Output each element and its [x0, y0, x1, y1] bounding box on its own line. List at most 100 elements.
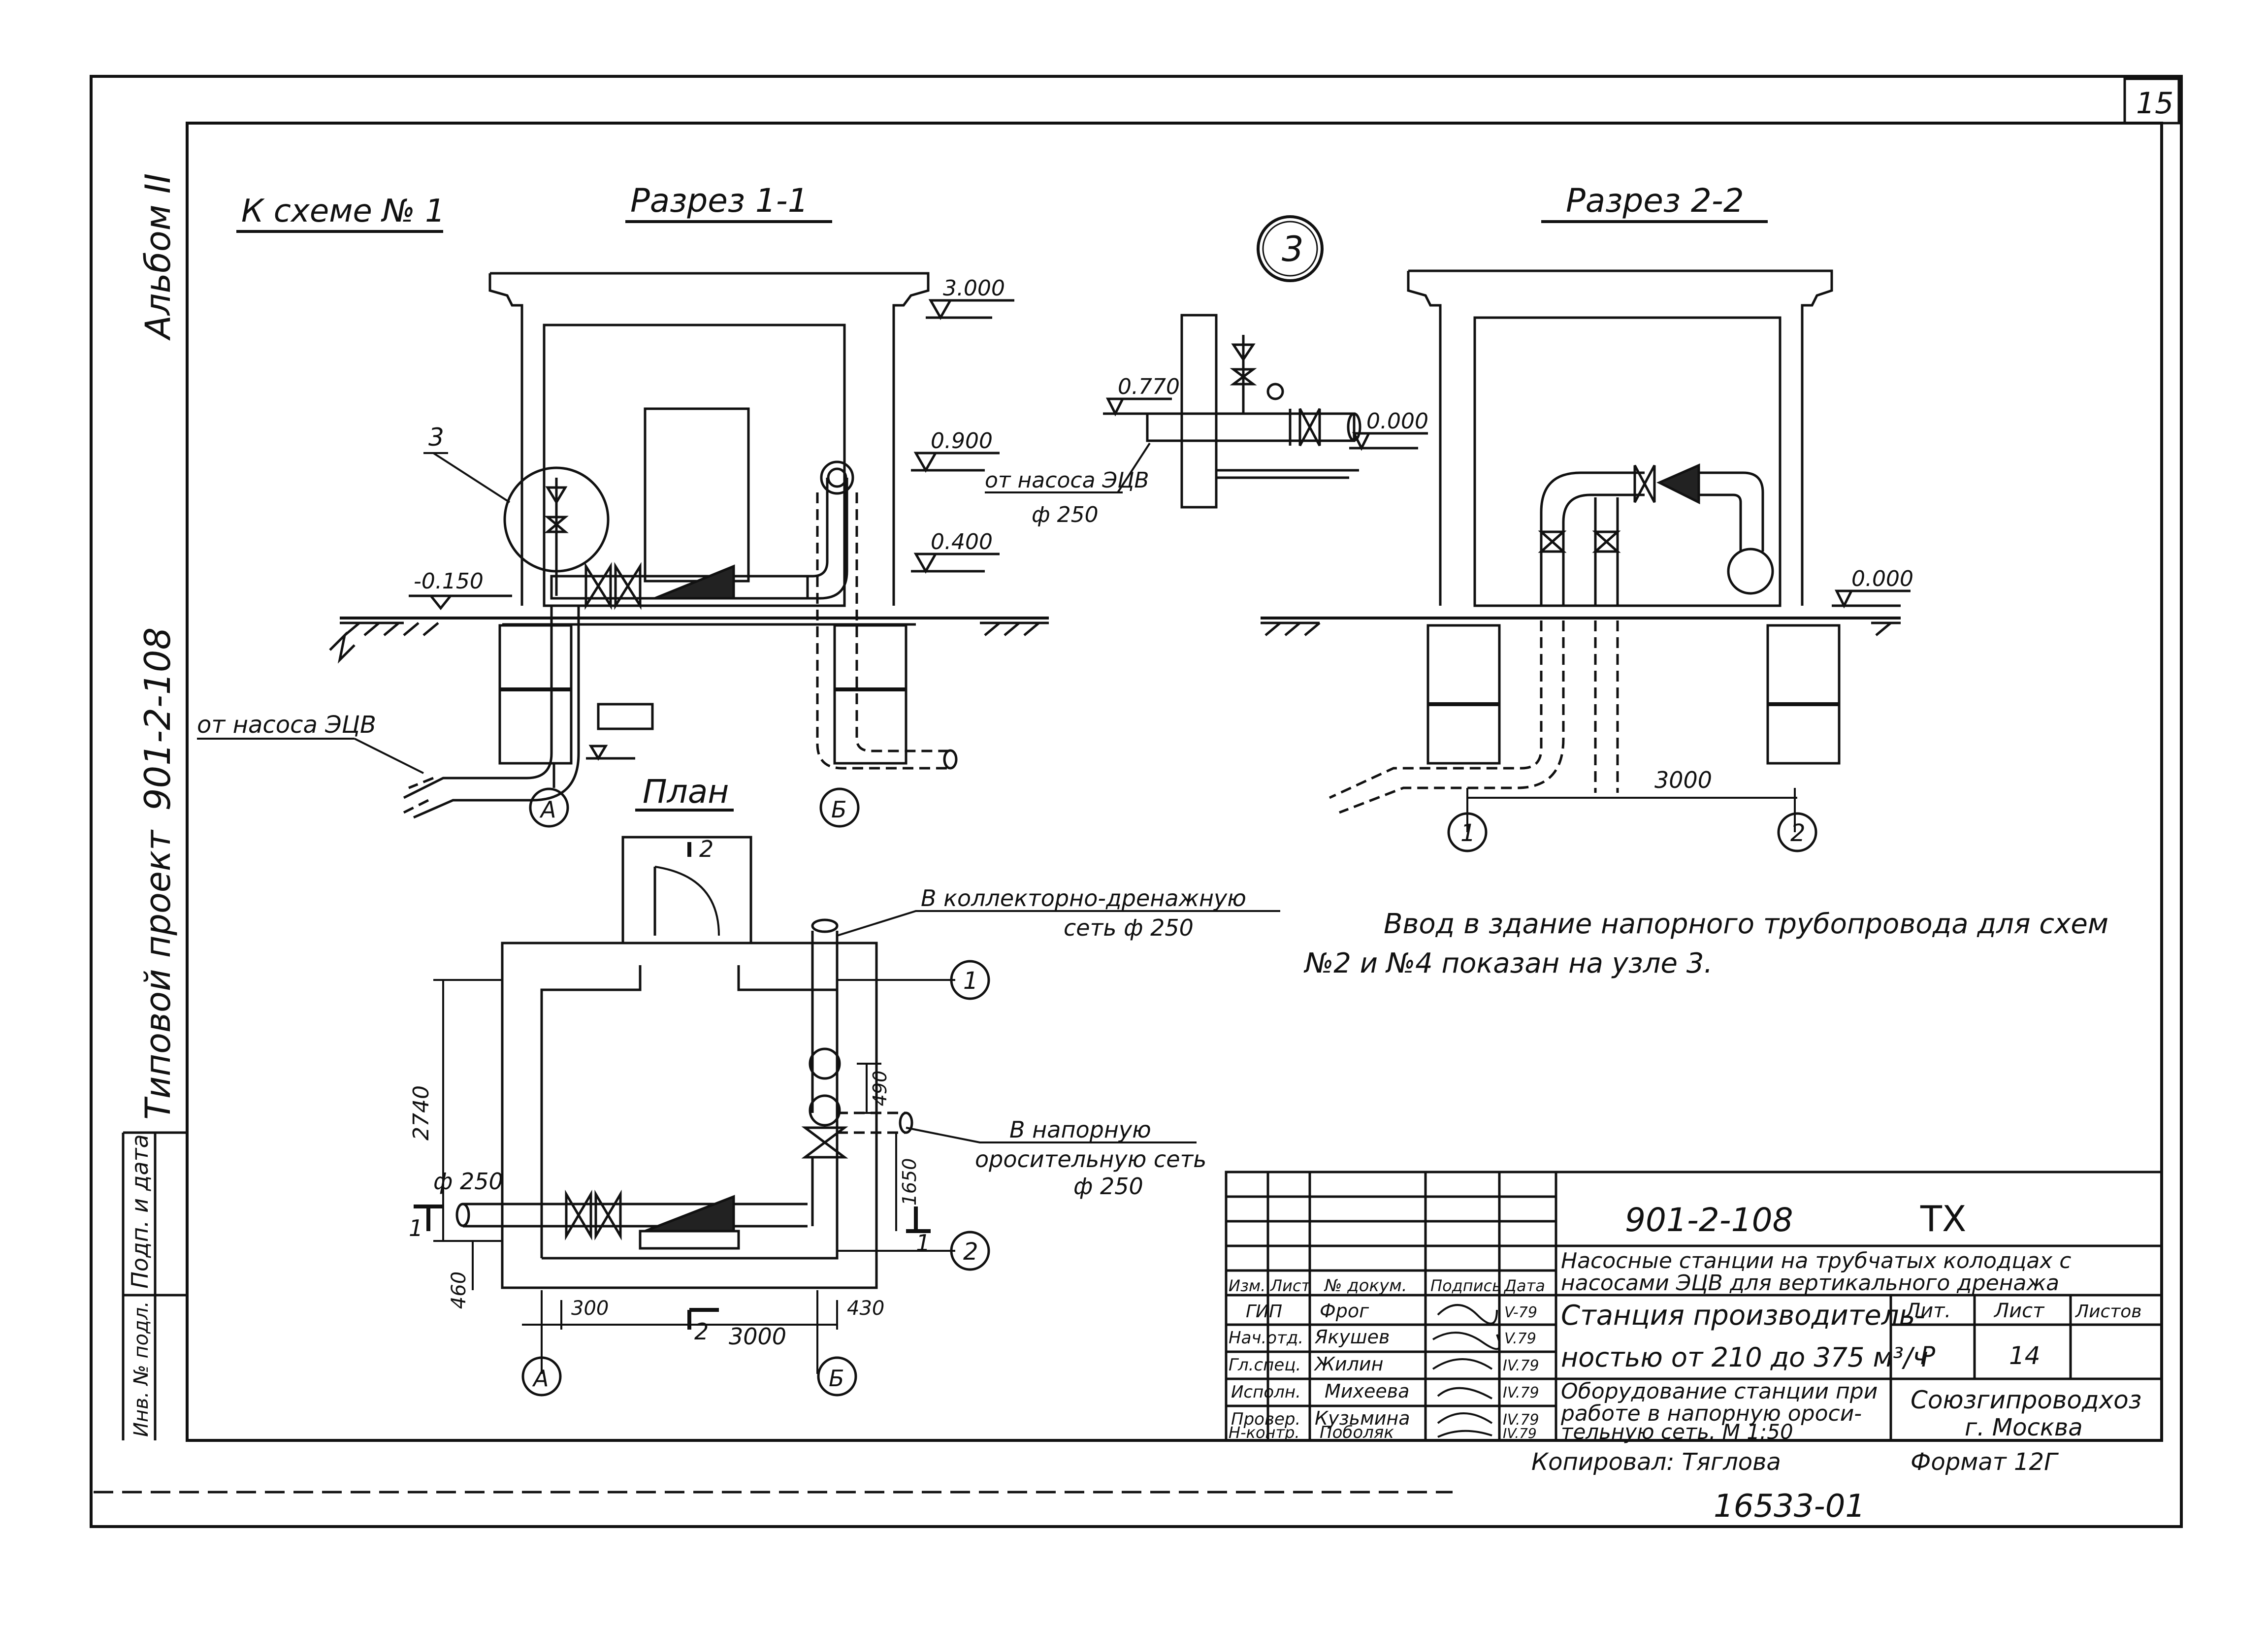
elev-mark-900 — [911, 452, 1000, 473]
axis-b-bubble — [819, 787, 860, 828]
axis-1-bubble-2 — [1447, 812, 1488, 852]
plan-vestibule — [621, 836, 752, 943]
general-note: Ввод в здание напорного трубопровода для… — [1303, 908, 2108, 979]
node-leader — [1117, 442, 1151, 493]
tb-lit-hdr: Лит. — [1905, 1300, 1951, 1322]
drain-pipe-dashed — [816, 492, 950, 770]
node-riser — [1230, 335, 1257, 414]
plan-pipe-horizontal — [463, 1203, 808, 1228]
valves-2 — [1538, 530, 1621, 553]
inner-border — [186, 122, 2163, 1442]
node-3-marker-inner — [1262, 221, 1318, 277]
note-line-2: №2 и №4 показан на узле 3. — [1303, 947, 1713, 979]
tb-hdr-izm: Изм. — [1229, 1276, 1265, 1295]
plan-cut-1-right — [906, 1206, 931, 1233]
node-3-marker — [1257, 215, 1324, 282]
from-pump-label: от насоса ЭЦВ — [197, 711, 376, 739]
tb-role-1: ГИП — [1246, 1302, 1282, 1322]
plan-axis-b-label: Б — [829, 1365, 844, 1392]
tb-date-2: V.79 — [1504, 1330, 1536, 1347]
album-label: Альбом II — [138, 173, 178, 341]
node-wall — [1180, 314, 1218, 509]
node-3-labels: 0.770 0.000 от насоса ЭЦВ ф 250 — [985, 374, 1428, 527]
to-pressure-line-3: ф 250 — [1073, 1173, 1143, 1200]
plan-pump-base — [639, 1230, 740, 1250]
tb-role-6: Н-контр. — [1229, 1423, 1300, 1442]
leader-from-pump — [354, 738, 424, 774]
plan-axis-1-bubble — [950, 960, 990, 1000]
tb-role-2: Нач.отд. — [1229, 1328, 1303, 1348]
node-elev-000-label: 0.000 — [1366, 409, 1428, 434]
ground-hatch-2 — [1261, 621, 1901, 636]
plan-pipe-branch — [837, 1111, 906, 1134]
tb-sheet-val: 14 — [2009, 1341, 2041, 1370]
section-2-title: Разрез 2-2 — [1566, 182, 1744, 220]
dim-2740-label: 2740 — [409, 1085, 434, 1140]
plan-title: План — [643, 773, 729, 811]
incoming-pipe-dashed — [403, 777, 434, 814]
cut-2-top: 2 — [699, 836, 713, 862]
cornice-2 — [1407, 269, 1833, 606]
axis-a-label: А — [539, 796, 556, 823]
tb-name-6: Поболяк — [1320, 1423, 1394, 1442]
plan-axis-a-label: А — [532, 1365, 549, 1392]
foundation-right — [833, 624, 907, 765]
plan-dim-490 — [857, 1063, 881, 1114]
tb-date-5: IV.79 — [1503, 1411, 1539, 1429]
tb-object-1: Насосные станции на трубчатых колодцах с — [1561, 1248, 2072, 1273]
title-block-frame — [1225, 1171, 2163, 1442]
plan-elbow-2 — [809, 1094, 841, 1127]
page-number-box — [2123, 77, 2180, 125]
plan-inlet-end — [455, 1203, 470, 1227]
node-elev-770-label: 0.770 — [1118, 374, 1180, 399]
to-collector-line-1: В коллекторно-дренажную — [921, 885, 1246, 912]
dim-490-label: 490 — [869, 1071, 891, 1107]
plan-dim-bottom — [522, 1290, 838, 1374]
elev-ground-label: -0.150 — [414, 569, 484, 594]
riser-pipe-a — [403, 606, 580, 819]
tb-name-4: Михеева — [1325, 1380, 1409, 1402]
tb-date-4: IV.79 — [1503, 1384, 1539, 1401]
plan-axis-2-bubble — [950, 1231, 990, 1271]
valves-horizontal — [584, 562, 642, 610]
pipe-loop — [1540, 471, 1645, 606]
tb-role-5: Провер. — [1231, 1409, 1300, 1429]
to-collector-line-2: сеть ф 250 — [1064, 914, 1194, 941]
plan-axis-2-label: 2 — [963, 1238, 978, 1266]
elev-top-label: 3.000 — [943, 276, 1005, 301]
frame — [90, 75, 2183, 1528]
break-left — [329, 631, 356, 664]
tb-drawing-1: Оборудование станции при — [1561, 1379, 1878, 1404]
inlet-diameter: ф 250 — [433, 1168, 503, 1195]
plan-dim-2740 — [433, 979, 502, 1242]
left-margin-labels: Альбом II 901-2-108 Типовой проект Подп.… — [127, 173, 178, 1437]
scheme-ref-title: К схеме № 1 — [241, 193, 445, 229]
tb-object-2: насосами ЭЦВ для вертикального дренажа — [1561, 1271, 2059, 1296]
tb-name-1: Фрог — [1320, 1300, 1369, 1322]
title-block — [1225, 1171, 2163, 1442]
tb-hdr-sign: Подпись — [1430, 1276, 1501, 1295]
footer-format: Формат 12Г — [1911, 1448, 2059, 1476]
small-box — [597, 703, 654, 730]
cut-2-bottom: 2 — [694, 1318, 709, 1345]
section-1-title: Разрез 1-1 — [630, 182, 809, 220]
node-gauge — [1266, 383, 1284, 400]
plan-pipe-vertical — [811, 931, 839, 1113]
plan-labels: В коллекторно-дренажную сеть ф 250 В нап… — [409, 836, 1246, 1392]
valve-top-2 — [1633, 464, 1656, 503]
tb-hdr-date: Дата — [1503, 1276, 1545, 1295]
foundation-right-2 — [1766, 624, 1841, 765]
dim-300-label: 300 — [571, 1297, 609, 1320]
leader-collector — [837, 910, 1280, 937]
tb-name-2: Якушев — [1314, 1326, 1390, 1348]
elev-mark-low — [586, 745, 635, 761]
tb-name-5: Кузьмина — [1315, 1407, 1410, 1429]
plan-pipe-lower — [811, 1157, 839, 1226]
section-1-1-labels: 3.000 0.900 0.400 -0.150 3 от насоса ЭЦВ… — [197, 276, 1005, 823]
view-titles: К схеме № 1 Разрез 1-1 Разрез 2-2 План 3 — [236, 182, 1768, 812]
elev-mark-ground — [409, 594, 512, 611]
axis-1-label-2: 1 — [1460, 819, 1476, 847]
title-block-text: 901-2-108 ТХ Насосные станции на трубчат… — [1229, 1198, 2141, 1444]
dim-3000-line — [1466, 788, 1797, 832]
tb-hdr-doc: № докум. — [1324, 1276, 1407, 1296]
